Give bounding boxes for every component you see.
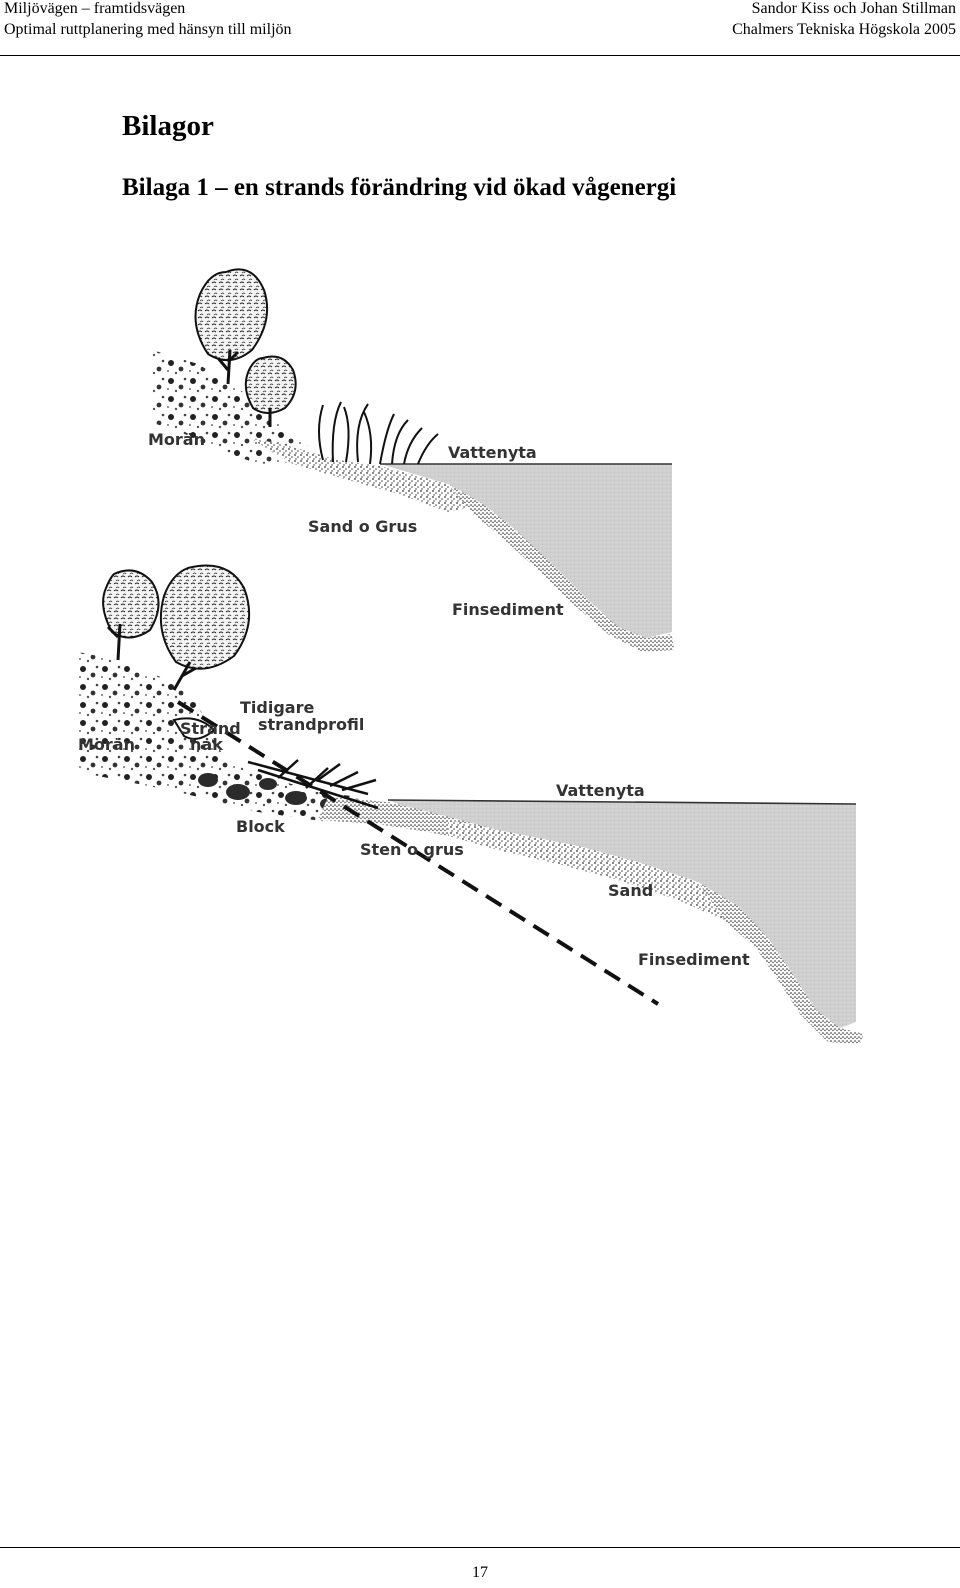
bottom-former-profile-line bbox=[176, 700, 660, 1006]
page-number: 17 bbox=[472, 1564, 488, 1581]
header-right-line2: Chalmers Tekniska Högskola 2005 bbox=[732, 21, 956, 38]
shore-profile-illustration: Morän Vattenyta Sand o Grus Finsediment bbox=[78, 268, 864, 1044]
header-rule bbox=[0, 55, 960, 56]
bottom-label-strandhak-2: hak bbox=[190, 735, 223, 754]
bottom-label-block: Block bbox=[236, 817, 285, 836]
shore-profile-figure: Morän Vattenyta Sand o Grus Finsediment bbox=[78, 232, 884, 1052]
footer-rule bbox=[0, 1547, 960, 1548]
top-fine-sediment bbox=[448, 484, 674, 652]
top-reeds bbox=[318, 401, 439, 465]
bottom-trees bbox=[102, 564, 251, 691]
top-moraine bbox=[152, 350, 328, 464]
bottom-label-sten-grus: Sten o grus bbox=[360, 840, 464, 859]
bottom-label-strandhak-1: Strand bbox=[180, 719, 241, 738]
bottom-fine-sediment bbox=[698, 882, 864, 1044]
section-heading: Bilaga 1 – en strands förändring vid öka… bbox=[122, 174, 677, 201]
top-label-finsediment: Finsediment bbox=[452, 600, 564, 619]
top-label-vattenyta: Vattenyta bbox=[448, 443, 537, 462]
bottom-label-moran: Morän bbox=[78, 735, 135, 754]
bottom-sand bbox=[448, 820, 738, 922]
bottom-label-vattenyta: Vattenyta bbox=[556, 781, 645, 800]
header-left-line1: Miljövägen – framtidsvägen bbox=[4, 0, 186, 17]
bottom-label-tidigare-2: strandprofil bbox=[258, 715, 364, 734]
top-label-moran: Morän bbox=[148, 430, 205, 449]
top-profile: Morän Vattenyta Sand o Grus Finsediment bbox=[148, 268, 674, 652]
top-trees bbox=[194, 268, 297, 427]
bottom-label-sand: Sand bbox=[608, 881, 653, 900]
bottom-fallen-trees bbox=[247, 759, 379, 810]
bottom-label-tidigare-1: Tidigare bbox=[240, 698, 314, 717]
bottom-profile: Tidigare strandprofil Strand hak Morän B… bbox=[78, 564, 864, 1044]
top-label-sand-grus: Sand o Grus bbox=[308, 517, 417, 536]
bottom-label-finsediment: Finsediment bbox=[638, 950, 750, 969]
bottom-water-surface bbox=[387, 799, 857, 805]
bottom-water bbox=[388, 800, 856, 1028]
top-water bbox=[380, 464, 672, 638]
bottom-moraine bbox=[78, 652, 368, 822]
bottom-strand-notch bbox=[172, 717, 216, 740]
header-right-line1: Sandor Kiss och Johan Stillman bbox=[751, 0, 956, 17]
page-title: Bilagor bbox=[122, 110, 214, 142]
running-header-left: Miljövägen – framtidsvägen Optimal ruttp… bbox=[4, 0, 292, 40]
running-header-right: Sandor Kiss och Johan Stillman Chalmers … bbox=[732, 0, 956, 40]
top-sand-gravel bbox=[248, 437, 483, 512]
header-left-line2: Optimal ruttplanering med hänsyn till mi… bbox=[4, 21, 292, 38]
